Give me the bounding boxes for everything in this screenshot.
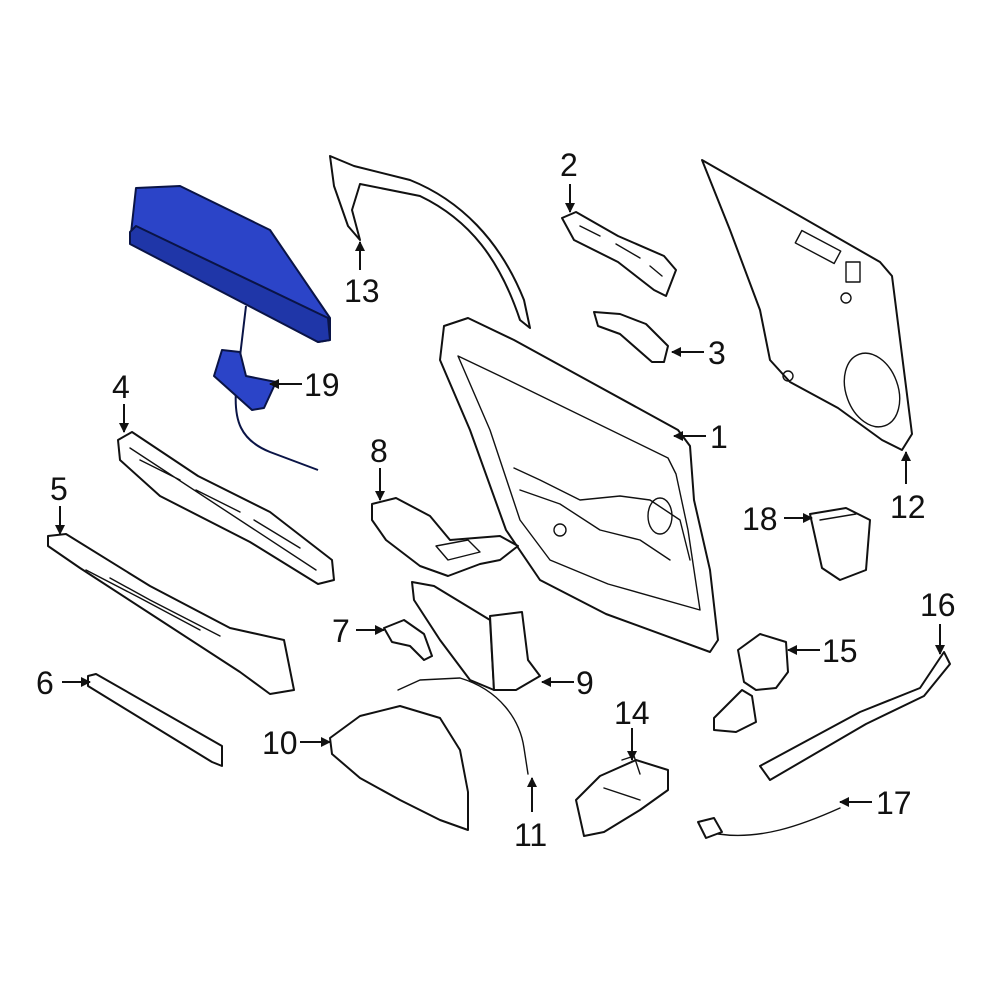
callout-labels: 1 2 3 4 5 6 7 8 9 10 11 12 13 14 15 16 1… <box>36 147 956 853</box>
callout-9: 9 <box>576 665 594 701</box>
part-12-carrier[interactable] <box>701 159 913 451</box>
part-7-bezel[interactable] <box>383 619 433 661</box>
callout-2: 2 <box>560 147 578 183</box>
part-8-armrest[interactable] <box>371 497 519 577</box>
part-15-actuator[interactable] <box>713 633 789 733</box>
callout-6: 6 <box>36 665 54 701</box>
callout-14: 14 <box>614 695 650 731</box>
part-11-wire-trim[interactable] <box>397 677 529 775</box>
callout-19: 19 <box>304 367 340 403</box>
callout-17: 17 <box>876 785 912 821</box>
callout-3: 3 <box>708 335 726 371</box>
part-6-sill-strip[interactable] <box>87 673 223 767</box>
part-1-door-panel[interactable] <box>439 317 719 653</box>
callout-1: 1 <box>710 419 728 455</box>
callout-4: 4 <box>112 369 130 405</box>
callout-12: 12 <box>890 489 926 525</box>
part-17-cable[interactable] <box>697 807 841 839</box>
callout-18: 18 <box>742 501 778 537</box>
part-5-lower-trim[interactable] <box>47 533 295 695</box>
part-9-pocket-insert[interactable] <box>411 581 541 691</box>
part-18-cupholder[interactable] <box>809 507 871 581</box>
part-19-sunshade[interactable] <box>129 185 331 471</box>
callout-5: 5 <box>50 471 68 507</box>
callout-13: 13 <box>344 273 380 309</box>
part-13-upper-trim[interactable] <box>329 155 531 329</box>
callout-10: 10 <box>262 725 298 761</box>
callout-15: 15 <box>822 633 858 669</box>
part-2-bracket[interactable] <box>561 211 677 297</box>
callout-7: 7 <box>332 613 350 649</box>
sunshade-mechanism <box>213 349 277 411</box>
part-14-switch[interactable] <box>575 755 669 837</box>
callout-8: 8 <box>370 433 388 469</box>
callout-11: 11 <box>514 817 547 853</box>
leader-lines <box>55 184 945 812</box>
sunshade-rail <box>129 225 331 343</box>
part-3-handle[interactable] <box>593 311 669 363</box>
part-10-map-pocket[interactable] <box>329 705 469 831</box>
part-16-lower-strip[interactable] <box>759 651 951 781</box>
part-4-switch-carrier[interactable] <box>117 431 335 585</box>
callout-16: 16 <box>920 587 956 623</box>
